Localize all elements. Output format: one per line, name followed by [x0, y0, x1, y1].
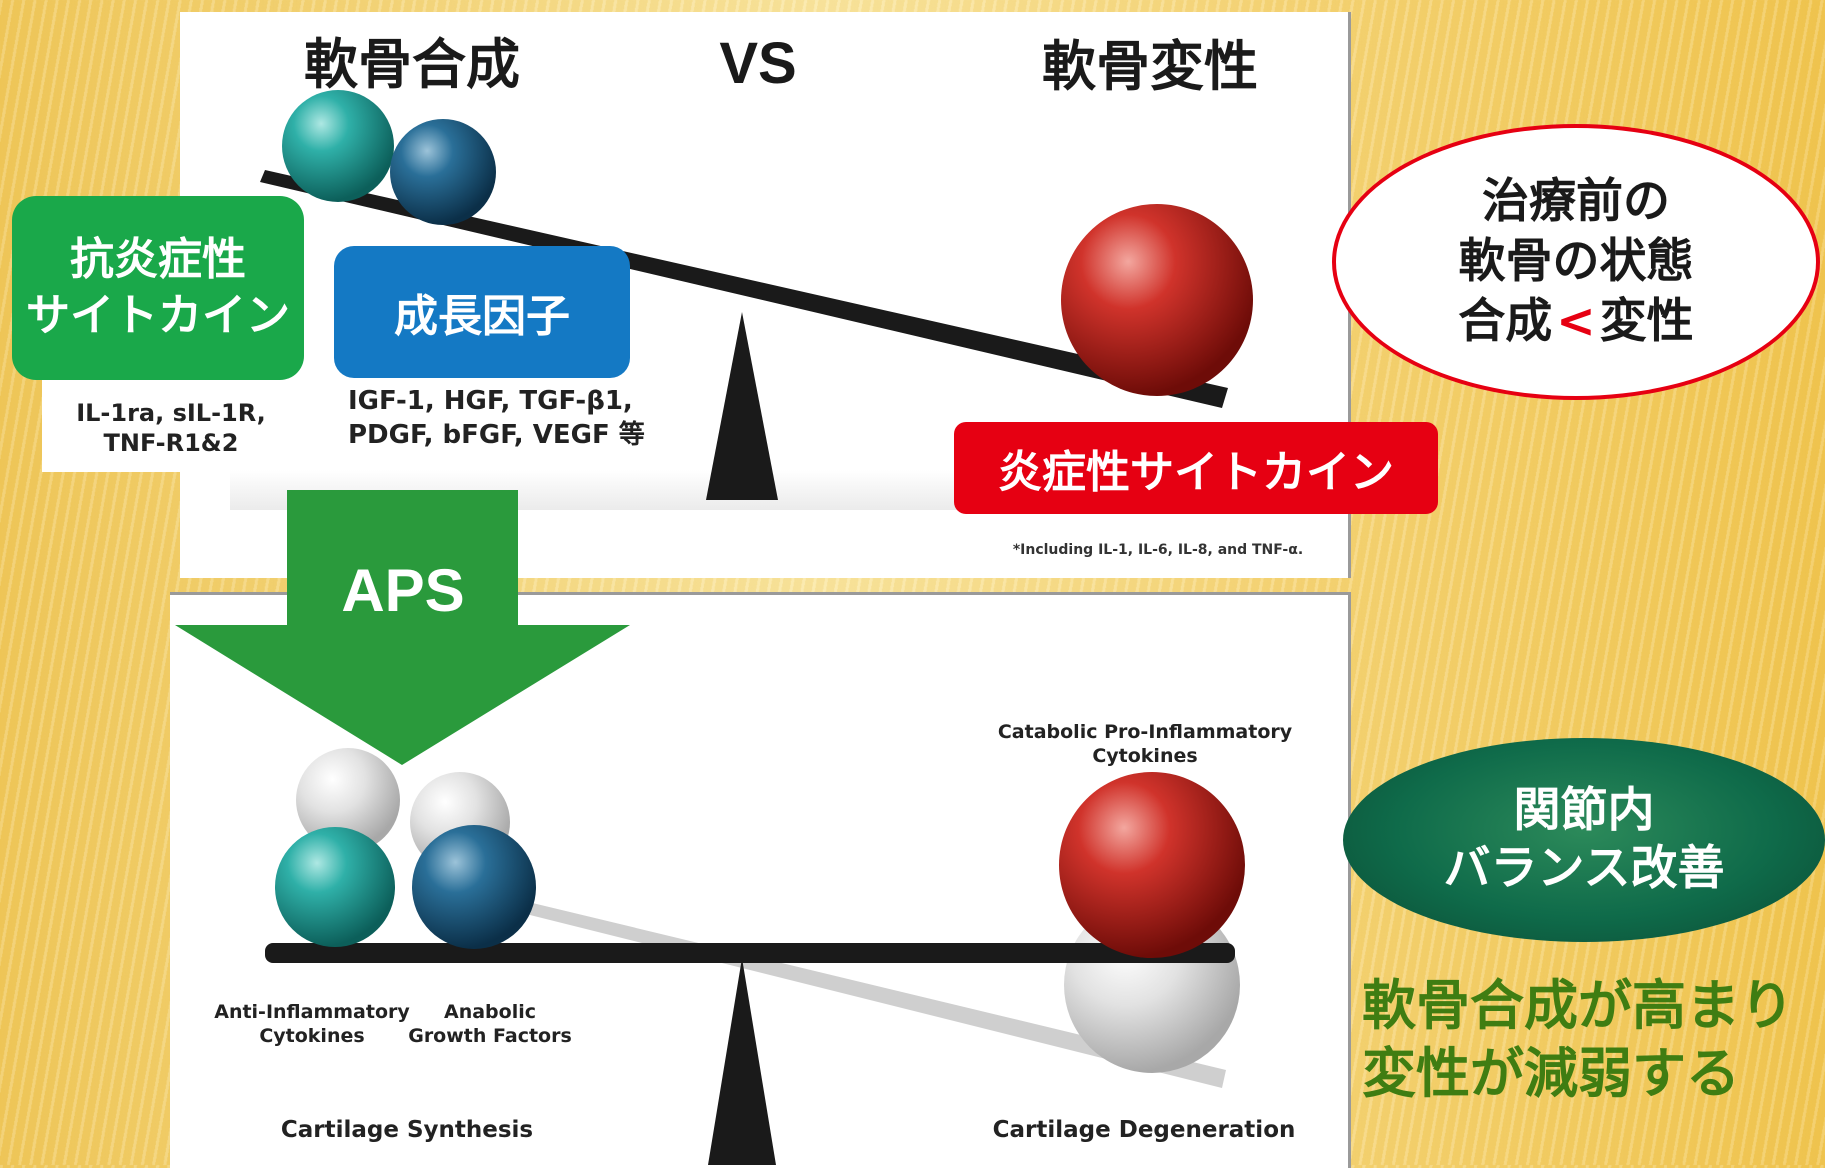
anabolic-caption-line1: Anabolic	[444, 1001, 536, 1023]
cartilage-synthesis-label: Cartilage Synthesis	[280, 1117, 534, 1143]
heading-vs: VS	[719, 31, 797, 96]
balance-line2: バランス改善	[1443, 841, 1725, 896]
teal-ball-bottom	[275, 827, 395, 947]
less-than-symbol: <	[1556, 294, 1596, 349]
anti-inflammatory-caption: Anti-Inflammatory Cytokines	[212, 1000, 412, 1048]
anti-caption-line2: Cytokines	[259, 1025, 365, 1047]
red-ball-bottom	[1059, 772, 1245, 958]
degeneration-word: 変性	[1599, 294, 1694, 349]
synthesis-word: 合成	[1458, 294, 1553, 349]
conclusion-text: 軟骨合成が高まり 変性が減弱する	[1362, 972, 1825, 1108]
pre-treatment-ellipse: 治療前の 軟骨の状態 合成<変性	[1332, 124, 1820, 400]
balance-line1: 関節内	[1513, 783, 1655, 838]
inflammatory-label: 炎症性サイトカイン	[998, 447, 1394, 498]
growth-factor-label: 成長因子	[394, 291, 570, 342]
catabolic-line1: Catabolic Pro-Inflammatory	[997, 721, 1293, 743]
footnote: *Including IL-1, IL-6, IL-8, and TNF-α.	[1012, 542, 1304, 558]
aps-label: APS	[341, 557, 465, 624]
conclusion-line1: 軟骨合成が高まり	[1362, 974, 1794, 1037]
teal-ball-top	[282, 90, 394, 202]
anti-inflammatory-cytokine-box: 抗炎症性 サイトカイン	[12, 196, 304, 380]
anabolic-caption: Anabolic Growth Factors	[400, 1000, 580, 1048]
conclusion-line2: 変性が減弱する	[1362, 1042, 1740, 1105]
pre-treatment-line1: 治療前の	[1482, 174, 1670, 229]
growth-factor-list: IGF-1, HGF, TGF-β1, PDGF, bFGF, VEGF 等	[348, 384, 688, 452]
anti-inflammatory-list: IL-1ra, sIL-1R, TNF-R1&2	[46, 398, 296, 458]
growth-list-line2: PDGF, bFGF, VEGF 等	[348, 420, 645, 450]
anabolic-caption-line2: Growth Factors	[408, 1025, 572, 1047]
heading-cartilage-degeneration: 軟骨変性	[1042, 35, 1258, 98]
seesaw-bottom	[265, 748, 1245, 1165]
cartilage-degeneration-label: Cartilage Degeneration	[992, 1117, 1296, 1143]
growth-list-line1: IGF-1, HGF, TGF-β1,	[348, 386, 633, 416]
anti-inflammatory-line1: 抗炎症性	[70, 234, 246, 285]
anti-caption-line1: Anti-Inflammatory	[214, 1001, 410, 1023]
anti-list-line1: IL-1ra, sIL-1R,	[76, 399, 266, 427]
pre-treatment-line3: 合成<変性	[1458, 292, 1693, 352]
catabolic-line2: Cytokines	[1092, 745, 1198, 767]
inflammatory-cytokine-box: 炎症性サイトカイン	[954, 422, 1438, 514]
navy-ball-bottom	[412, 825, 536, 949]
catabolic-label: Catabolic Pro-Inflammatory Cytokines	[985, 720, 1305, 768]
growth-factor-box: 成長因子	[334, 246, 630, 378]
heading-cartilage-synthesis: 軟骨合成	[304, 33, 520, 96]
down-arrow	[175, 490, 630, 765]
ghost-ball-1	[296, 748, 400, 852]
anti-inflammatory-line2: サイトカイン	[26, 290, 290, 341]
red-ball-top	[1061, 204, 1253, 396]
balance-improvement-ellipse: 関節内 バランス改善	[1343, 738, 1825, 942]
top-panel-left-strip	[42, 380, 192, 472]
pre-treatment-line2: 軟骨の状態	[1458, 234, 1694, 289]
navy-ball-top	[390, 119, 496, 225]
anti-list-line2: TNF-R1&2	[103, 429, 239, 457]
